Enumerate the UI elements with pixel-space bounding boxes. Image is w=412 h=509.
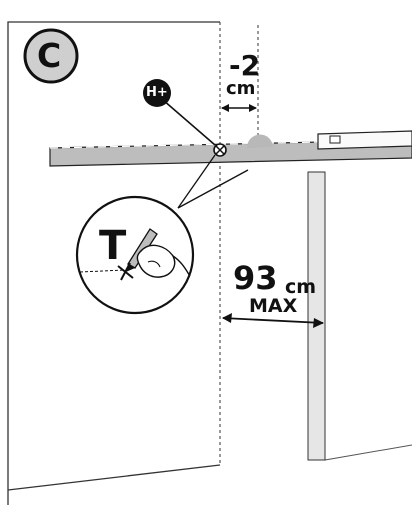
distance-value: 93	[233, 259, 278, 297]
offset-arrow	[221, 104, 257, 112]
distance-unit: cm	[285, 276, 317, 298]
wall-bottom-edge	[7, 464, 221, 491]
callout-leader	[177, 154, 216, 209]
hardware-tag: H+	[146, 85, 168, 100]
cross-mark-icon	[117, 262, 134, 281]
step-letter: C	[37, 36, 62, 75]
left-wall	[7, 21, 220, 505]
support-post	[307, 171, 326, 461]
offset-value: -2	[229, 49, 261, 82]
distance-qualifier: MAX	[249, 295, 298, 317]
right-wall	[324, 172, 412, 461]
spirit-level	[317, 130, 412, 150]
inset-letter: T	[99, 223, 127, 269]
hand-icon	[136, 244, 176, 278]
hardware-badge	[143, 79, 171, 107]
screw-point-icon	[213, 143, 227, 157]
offset-unit: cm	[226, 78, 256, 99]
distance-arrow	[222, 313, 324, 328]
step-badge	[23, 28, 79, 84]
marking-inset	[75, 195, 195, 315]
callout-leader	[177, 169, 249, 209]
bubble-marker	[246, 134, 273, 148]
hardware-leader	[162, 99, 216, 146]
